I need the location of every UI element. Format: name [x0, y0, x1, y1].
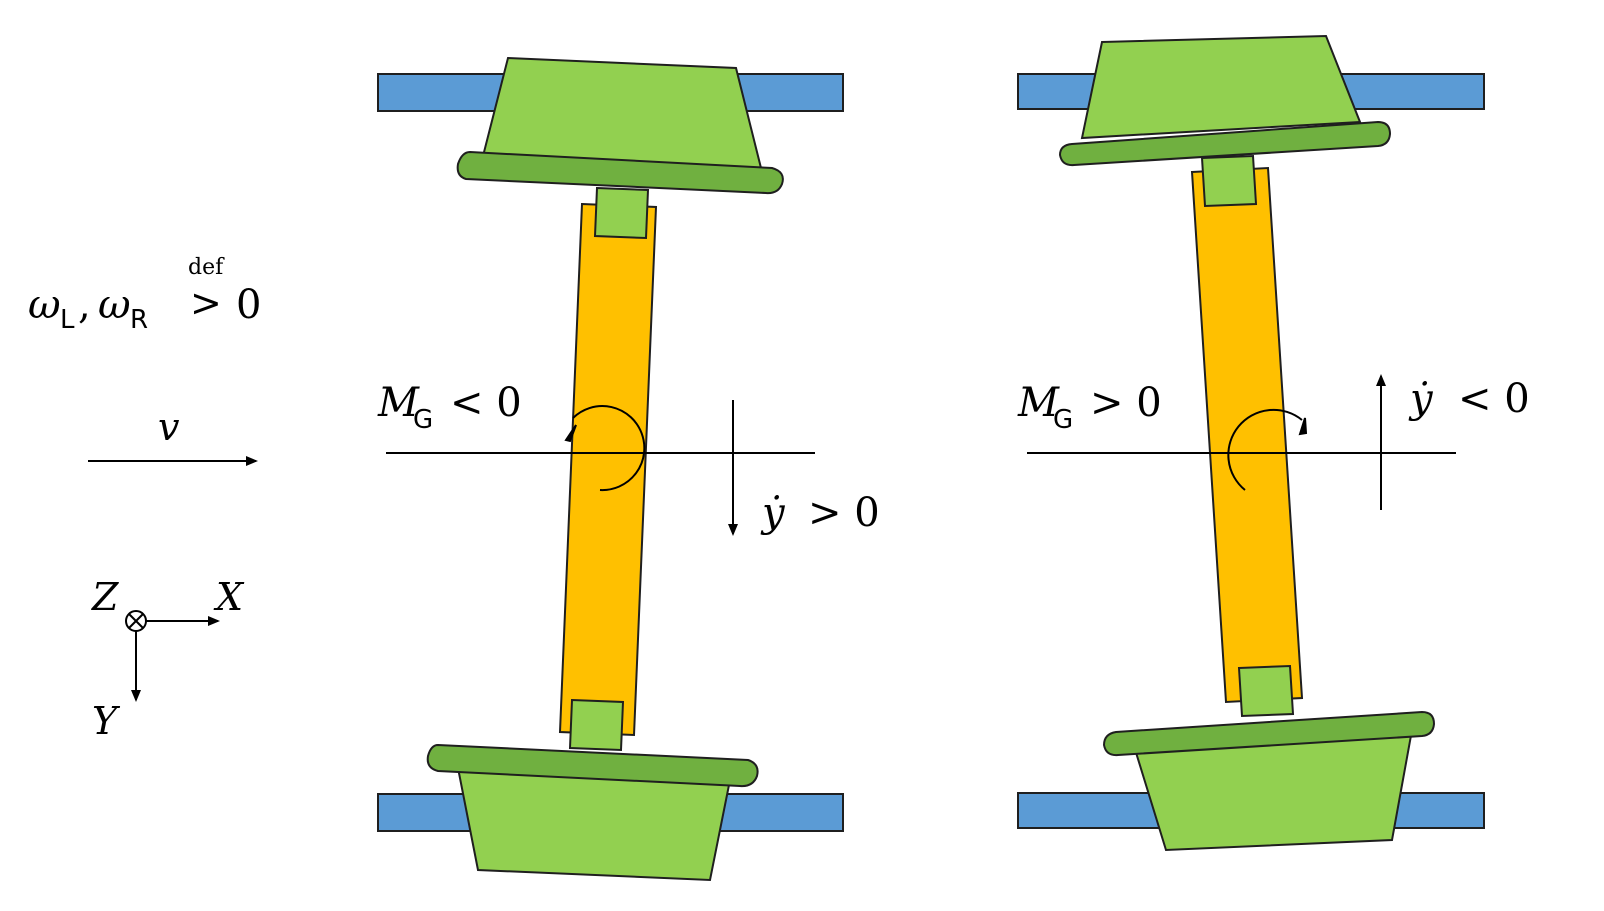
- omega-separator: ,: [78, 282, 91, 328]
- ydot-symbol-left: ẏ: [760, 490, 786, 536]
- angular-velocity-condition: ω L , ω R def > 0: [28, 255, 261, 335]
- coordinate-axes: Z X Y: [91, 575, 245, 743]
- moment-arrow-head-left: [564, 424, 577, 443]
- moment-symbol-left: M: [377, 380, 420, 426]
- flange-top-right: [1058, 120, 1392, 167]
- moment-subscript-left: G: [413, 405, 433, 435]
- hub-bottom-right: [1237, 664, 1295, 718]
- greater-than-sign: >: [190, 281, 222, 325]
- omega-l-subscript: L: [60, 305, 75, 335]
- ydot-relation-left: > 0: [808, 490, 880, 536]
- wheelset-right: M G > 0 ẏ < 0: [1017, 34, 1530, 852]
- hub-bottom-left: [568, 698, 625, 752]
- moment-arc-left: [572, 405, 646, 492]
- flange-bottom-left: [426, 743, 759, 788]
- wheel-top-right: [1080, 34, 1362, 140]
- wheelset-left: M G < 0 ẏ > 0: [377, 56, 880, 882]
- z-cross-2: [128, 613, 144, 629]
- y-axis-label: Y: [92, 699, 121, 743]
- ydot-relation-right: < 0: [1458, 376, 1530, 422]
- z-axis-label: Z: [91, 575, 119, 619]
- hub-top-left: [593, 186, 650, 240]
- omega-r-subscript: R: [130, 305, 148, 335]
- omega-l-symbol: ω: [28, 282, 61, 328]
- hub-top-right: [1200, 154, 1258, 208]
- zero-value: 0: [236, 282, 261, 328]
- def-label: def: [188, 255, 225, 280]
- axle-left: [558, 202, 658, 737]
- flange-top-left: [456, 150, 784, 195]
- velocity-label: v: [158, 405, 180, 449]
- velocity-indicator: v: [88, 405, 258, 466]
- moment-relation-right: > 0: [1090, 380, 1162, 426]
- moment-relation-left: < 0: [450, 380, 522, 426]
- axle-right: [1190, 166, 1304, 704]
- ydot-symbol-right: ẏ: [1408, 376, 1434, 422]
- omega-r-symbol: ω: [98, 282, 131, 328]
- moment-arrow-head-right: [1298, 417, 1308, 436]
- wheel-bottom-left: [456, 766, 732, 882]
- moment-subscript-right: G: [1053, 405, 1073, 435]
- flange-bottom-right: [1102, 710, 1436, 757]
- moment-arc-right: [1227, 408, 1303, 491]
- moment-symbol-right: M: [1017, 380, 1060, 426]
- x-axis-label: X: [213, 575, 245, 619]
